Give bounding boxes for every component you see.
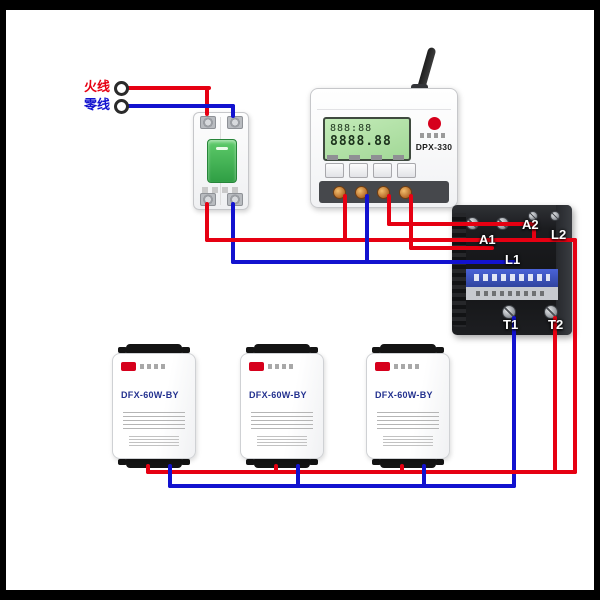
driver-brand-row — [249, 362, 294, 371]
breaker-terminal-top-left — [200, 116, 216, 129]
driver-fine-print — [377, 412, 439, 430]
breaker-fine-print — [202, 187, 240, 193]
driver-body: DFX-60W-BY — [240, 353, 324, 459]
wire-load-live-bus-h — [146, 470, 577, 474]
wire-breaker-live-out-v — [205, 202, 209, 242]
wire-coil-a1-h — [409, 246, 494, 250]
wire-coil-a2-v1 — [387, 194, 391, 226]
controller-button-3 — [373, 163, 392, 178]
driver-brand-logo — [249, 362, 264, 371]
controller-terminal-screw-3 — [377, 185, 390, 199]
driver-brand-logo — [121, 362, 136, 371]
driver-brand-bars — [140, 364, 166, 369]
controller-button-row — [325, 163, 416, 178]
controller-brand-block: DPX-330 — [415, 117, 453, 152]
driver-model: DFX-60W-BY — [249, 390, 307, 400]
driver-brand-row — [375, 362, 420, 371]
breaker-terminal-top-right — [227, 116, 243, 129]
wire-coil-a2-h — [387, 222, 536, 226]
terminal-label-T2: T2 — [548, 317, 564, 332]
controller-terminal-screw-2 — [355, 185, 368, 199]
wire-live-source-v — [205, 86, 209, 116]
wire-live-right-v — [573, 238, 577, 474]
driver-fine-print — [251, 412, 313, 430]
contactor-coil-screw-1 — [528, 211, 538, 221]
wire-load3-neutral-v — [422, 464, 426, 488]
wire-load3-live-v — [400, 464, 404, 474]
driver-body: DFX-60W-BY — [112, 353, 196, 459]
brand-text-bars — [420, 133, 448, 138]
button-caption-bars — [327, 155, 413, 160]
circuit-breaker — [193, 112, 249, 210]
led-driver-2: DFX-60W-BY — [240, 344, 324, 468]
driver-fine-print — [123, 412, 185, 430]
wire-t2-out-v — [553, 316, 557, 474]
wire-live-source-h — [125, 86, 211, 90]
terminal-label-T1: T1 — [503, 317, 519, 332]
contactor-label-band — [466, 269, 558, 287]
contactor-label-text-bars — [474, 274, 550, 281]
wire-breaker-neutral-out-v — [231, 202, 235, 264]
wire-t1-out-v — [512, 316, 516, 488]
breaker-terminal-bottom-right — [227, 193, 243, 206]
controller-model: DPX-330 — [415, 142, 453, 152]
contactor-rating-text-bars — [476, 291, 548, 296]
wire-load2-live-v — [274, 464, 278, 474]
lcd-line1: 888:88 — [330, 123, 373, 134]
driver-model: DFX-60W-BY — [375, 390, 433, 400]
controller-button-1 — [325, 163, 344, 178]
wire-coil-a2-v2 — [532, 222, 536, 242]
contactor-screw-bottom-1 — [502, 305, 516, 319]
breaker-handle-notch — [216, 147, 228, 150]
controller-terminal-screw-4 — [399, 185, 412, 199]
driver-brand-bars — [394, 364, 420, 369]
contactor-coil-screw-2 — [550, 211, 560, 221]
wire-controller-live-in-v — [343, 194, 347, 242]
breaker-switch-handle — [207, 139, 237, 183]
lcd-line2: 8888.88 — [330, 134, 392, 149]
led-driver-3: DFX-60W-BY — [366, 344, 450, 468]
wire-controller-neutral-in-v — [365, 194, 369, 264]
driver-fine-print-2 — [257, 436, 307, 447]
terminal-label-A2: A2 — [522, 217, 539, 232]
driver-fine-print-2 — [383, 436, 433, 447]
brand-logo-icon — [427, 117, 441, 130]
neutral-wire-label: 零线 — [84, 97, 111, 112]
terminal-label-A1: A1 — [479, 232, 496, 247]
wire-load1-live-v — [146, 464, 150, 474]
lcd-display: 888:88 8888.88 — [323, 117, 411, 161]
driver-body: DFX-60W-BY — [366, 353, 450, 459]
wire-load-neutral-bus-h — [168, 484, 516, 488]
wire-load1-neutral-v — [168, 464, 172, 488]
terminal-label-L1: L1 — [505, 252, 521, 267]
neutral-terminal-ring — [114, 99, 129, 114]
driver-fine-print-2 — [129, 436, 179, 447]
contactor-screw-bottom-2 — [544, 305, 558, 319]
controller-button-2 — [349, 163, 368, 178]
controller-terminal-screw-1 — [333, 185, 346, 199]
driver-model: DFX-60W-BY — [121, 390, 179, 400]
contactor-rating-band — [466, 287, 558, 300]
wire-neutral-source-h — [125, 104, 235, 108]
wire-coil-a1-v — [409, 194, 413, 250]
controller-top-seam — [317, 109, 451, 110]
controller-terminal-strip — [319, 181, 449, 203]
live-wire-label: 火线 — [84, 79, 111, 94]
timer-controller: 888:88 8888.88 DPX-330 — [310, 88, 458, 208]
wire-live-bus-h — [205, 238, 577, 242]
wire-load2-neutral-v — [296, 464, 300, 488]
led-driver-1: DFX-60W-BY — [112, 344, 196, 468]
driver-brand-bars — [268, 364, 294, 369]
live-terminal-ring — [114, 81, 129, 96]
wire-neutral-bus-h — [231, 260, 516, 264]
driver-brand-row — [121, 362, 166, 371]
contactor-side-ridges — [452, 213, 466, 327]
controller-button-4 — [397, 163, 416, 178]
wire-neutral-source-v — [231, 104, 235, 118]
contactor-right-face — [556, 205, 572, 335]
driver-brand-logo — [375, 362, 390, 371]
terminal-label-L2: L2 — [551, 227, 567, 242]
